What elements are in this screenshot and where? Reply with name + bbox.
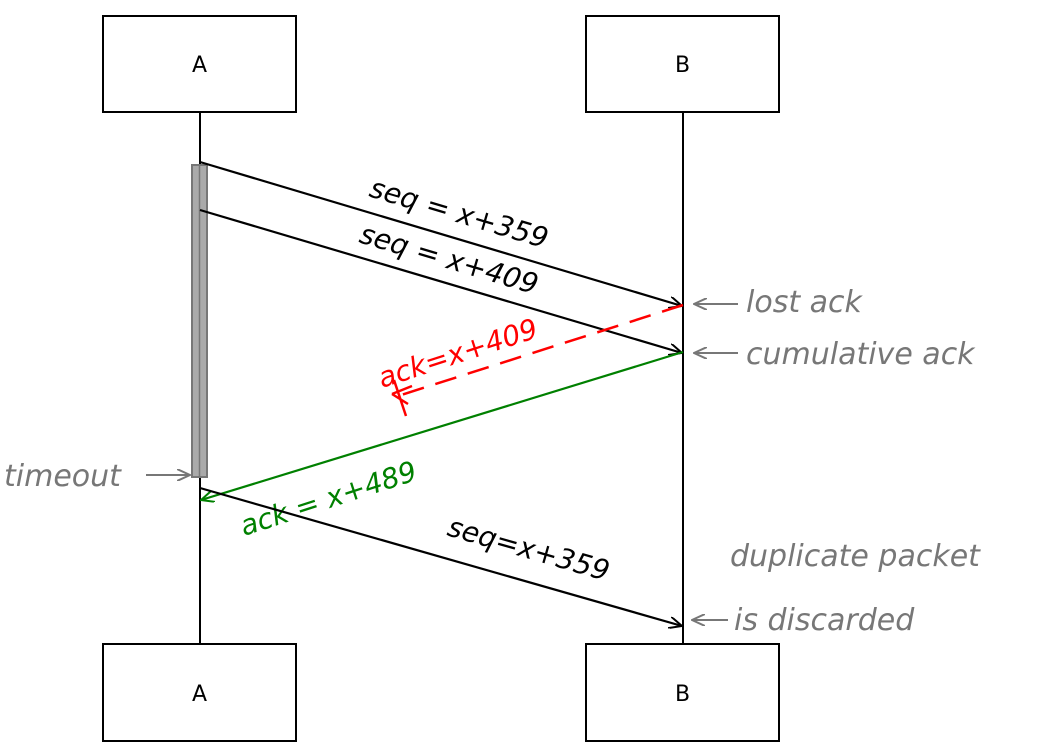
participant-label: A	[192, 53, 207, 78]
retransmit-label: seq=x+359	[444, 510, 613, 588]
note-duplicate-line2: is discarded	[734, 603, 915, 638]
cumulative-ack-label: ack = x+489	[236, 455, 421, 543]
participant-label: B	[675, 682, 690, 707]
participant-b-top: B	[585, 15, 780, 113]
participant-a-top: A	[102, 15, 297, 113]
participant-label: B	[675, 53, 690, 78]
participant-label: A	[192, 682, 207, 707]
participant-a-bottom: A	[102, 643, 297, 742]
message-arrow-2	[199, 208, 682, 353]
note-duplicate-line1: duplicate packet	[730, 539, 981, 574]
message-arrow-1	[199, 160, 682, 306]
participant-b-bottom: B	[585, 643, 780, 742]
note-timeout: timeout	[4, 459, 122, 494]
lost-ack-arrow	[397, 303, 684, 398]
lost-x-icon	[391, 379, 413, 417]
cumulative-ack-arrow	[201, 350, 684, 500]
note-lost-ack: lost ack	[746, 285, 863, 320]
note-cumulative-ack: cumulative ack	[746, 337, 976, 372]
retransmit-arrow	[199, 486, 682, 626]
lost-ack-label: ack=x+409	[374, 312, 542, 395]
